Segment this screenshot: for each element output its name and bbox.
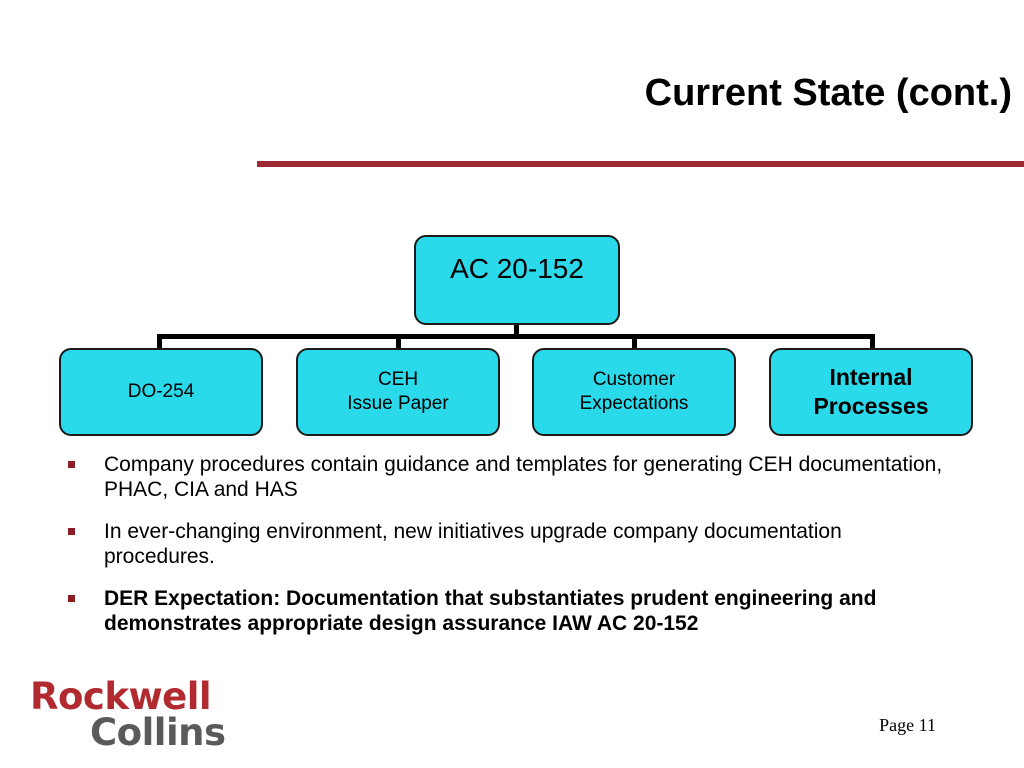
title-underline-rule <box>257 161 1024 167</box>
bullet-item: Company procedures contain guidance and … <box>68 452 958 502</box>
org-child-label: Issue Paper <box>347 393 449 414</box>
bullet-list: Company procedures contain guidance and … <box>68 452 958 653</box>
square-bullet-icon <box>68 528 75 535</box>
horizontal-bus-connector <box>157 334 875 339</box>
org-child-box-ceh: CEH Issue Paper <box>296 348 500 436</box>
child-stem-connector <box>870 334 875 349</box>
root-stem-connector <box>514 325 519 337</box>
bullet-item: In ever-changing environment, new initia… <box>68 519 958 569</box>
org-child-label: Internal <box>829 363 913 390</box>
org-child-box-customer: Customer Expectations <box>532 348 736 436</box>
org-child-box-internal: Internal Processes <box>769 348 973 436</box>
page-number: Page 11 <box>879 715 936 735</box>
org-child-label: DO-254 <box>127 380 195 402</box>
company-logo: Rockwell Collins <box>30 678 250 754</box>
org-child-label: Processes <box>813 393 929 419</box>
bullet-text: In ever-changing environment, new initia… <box>104 520 842 568</box>
logo-wordmark-line1: Rockwell <box>30 675 212 718</box>
org-child-label: CEH <box>377 368 419 390</box>
org-child-label: Customer <box>592 368 676 390</box>
org-child-label: Expectations <box>579 393 689 414</box>
logo-wordmark-line2: Collins <box>90 711 226 754</box>
bullet-text: DER Expectation: Documentation that subs… <box>104 587 877 635</box>
square-bullet-icon <box>68 461 75 468</box>
child-stem-connector <box>396 334 401 349</box>
child-stem-connector <box>157 334 162 349</box>
org-root-box: AC 20-152 <box>414 235 620 325</box>
bullet-item: DER Expectation: Documentation that subs… <box>68 586 958 636</box>
org-child-box-do254: DO-254 <box>59 348 263 436</box>
bullet-text: Company procedures contain guidance and … <box>104 453 943 501</box>
org-root-label: AC 20-152 <box>450 253 584 284</box>
child-stem-connector <box>632 334 637 349</box>
slide-title: Current State (cont.) <box>644 72 1012 114</box>
square-bullet-icon <box>68 595 75 602</box>
